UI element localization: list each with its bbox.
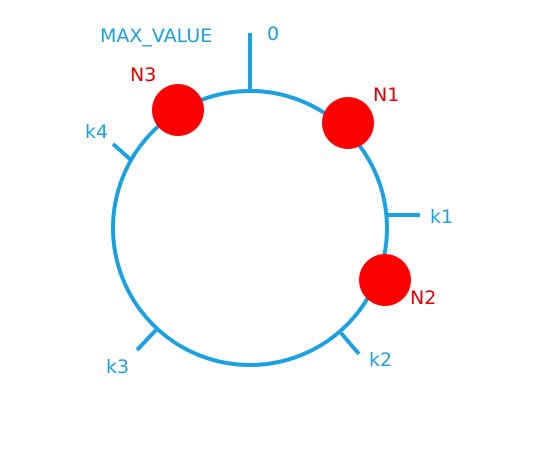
node-label-n1: N1: [373, 84, 399, 106]
node-label-n2: N2: [410, 287, 436, 309]
node-n1: [322, 97, 374, 149]
max-value-label: MAX_VALUE: [100, 25, 212, 47]
zero-label: 0: [267, 23, 279, 45]
k2-tick: [339, 331, 361, 356]
node-label-n3: N3: [130, 64, 156, 86]
key-label-k1: k1: [430, 206, 453, 228]
k3-tick: [135, 327, 159, 352]
node-n3: [152, 84, 204, 136]
key-label-k2: k2: [369, 349, 392, 371]
key-label-k3: k3: [106, 356, 129, 378]
k4-tick: [111, 142, 133, 162]
key-label-k4: k4: [85, 121, 108, 143]
node-n2: [359, 254, 411, 306]
